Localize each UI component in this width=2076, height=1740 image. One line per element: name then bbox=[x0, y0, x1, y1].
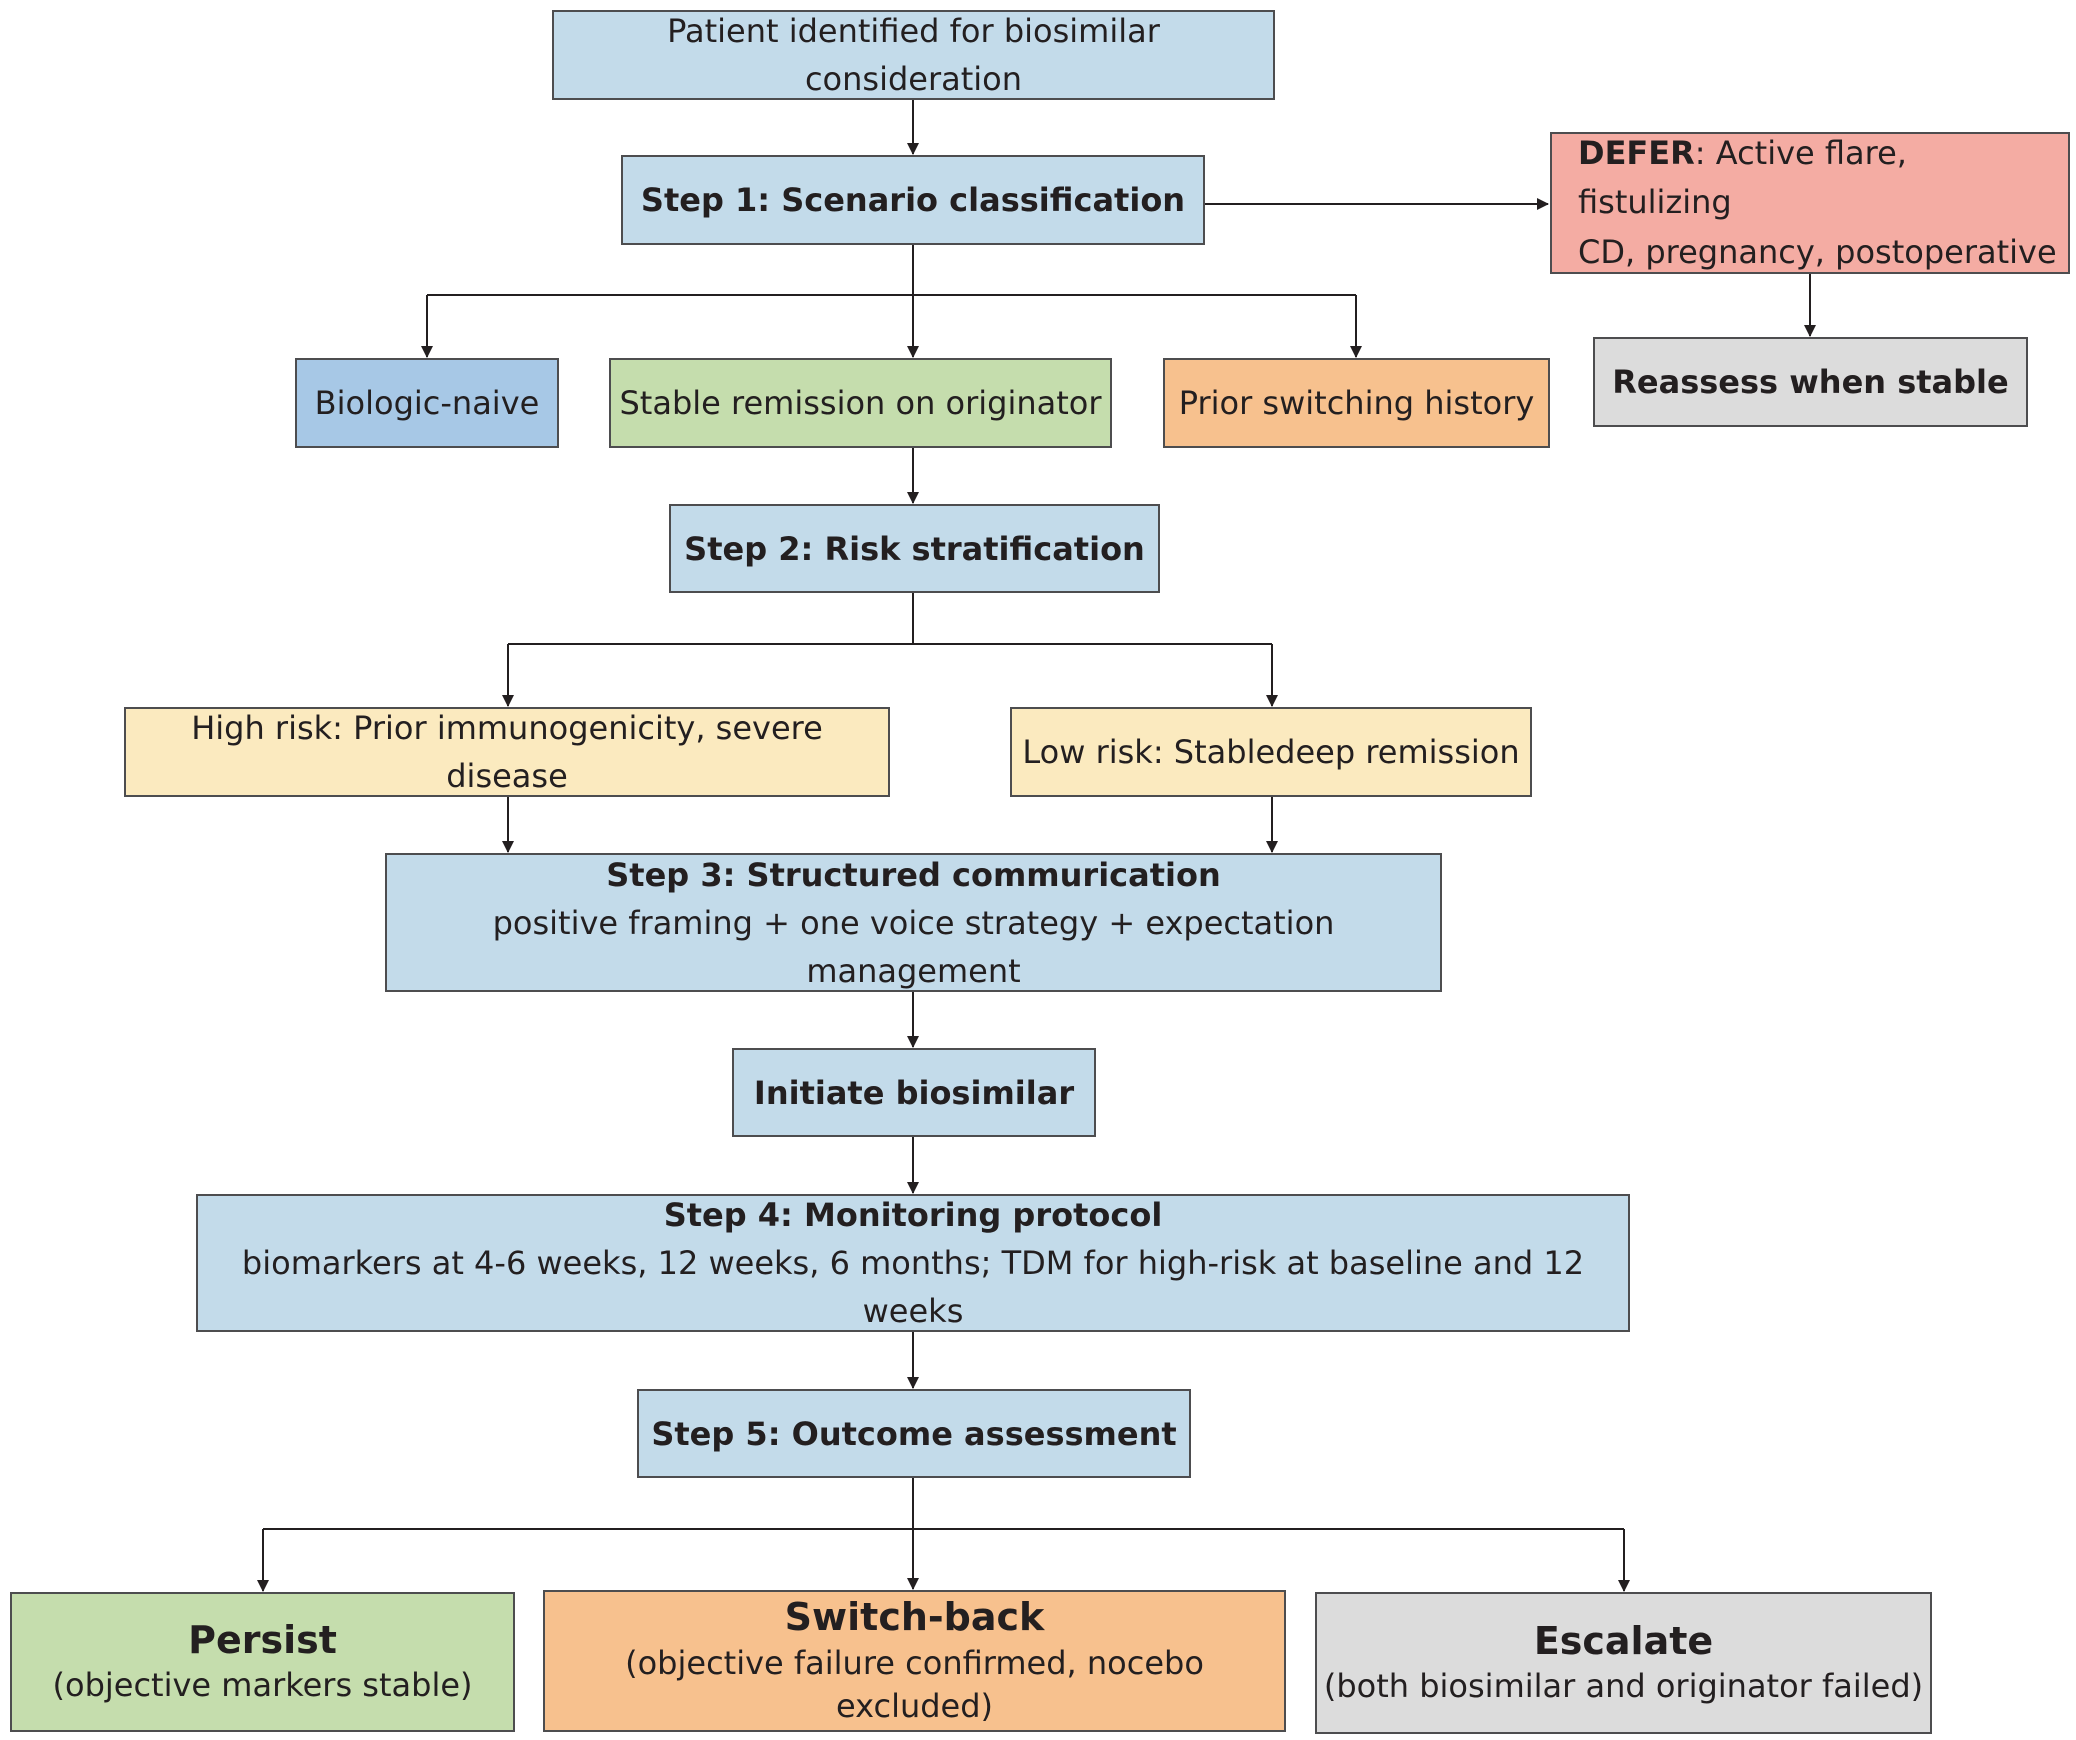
initiate-node: Initiate biosimilar bbox=[732, 1048, 1096, 1137]
defer-label: DEFER bbox=[1578, 133, 1695, 172]
persist-subtitle: (objective markers stable) bbox=[52, 1666, 473, 1705]
defer-node: DEFER: Active flare, fistulizing CD, pre… bbox=[1550, 132, 2070, 274]
step3-title: Step 3: Structured commurication bbox=[606, 855, 1221, 894]
step2-node: Step 2: Risk stratification bbox=[669, 504, 1160, 593]
defer-line-1: DEFER: Active flare, fistulizing bbox=[1578, 129, 2068, 228]
high-risk-node: High risk: Prior immunogenicity, severe … bbox=[124, 707, 890, 797]
prior-switching-text: Prior switching history bbox=[1178, 384, 1535, 422]
switch-back-title: Switch-back bbox=[784, 1595, 1045, 1640]
step5-node-text: Step 5: Outcome assessment bbox=[651, 1414, 1177, 1453]
high-risk-text: High risk: Prior immunogenicity, severe … bbox=[191, 709, 823, 795]
step5-node: Step 5: Outcome assessment bbox=[637, 1389, 1191, 1478]
escalate-node: Escalate (both biosimilar and originator… bbox=[1315, 1592, 1932, 1734]
reassess-node: Reassess when stable bbox=[1593, 337, 2028, 427]
step2-node-text: Step 2: Risk stratification bbox=[684, 529, 1145, 568]
escalate-subtitle: (both biosimilar and originator failed) bbox=[1323, 1667, 1924, 1706]
persist-title: Persist bbox=[188, 1617, 337, 1662]
step4-title: Step 4: Monitoring protocol bbox=[663, 1196, 1163, 1234]
initiate-node-text: Initiate biosimilar bbox=[753, 1073, 1075, 1112]
persist-node: Persist (objective markers stable) bbox=[10, 1592, 515, 1732]
switch-back-node: Switch-back (objective failure confirmed… bbox=[543, 1590, 1286, 1732]
step3-subtitle: positive framing + one voice strategy + … bbox=[492, 903, 1335, 990]
low-risk-text: Low risk: Stabledeep remission bbox=[1022, 733, 1520, 771]
step1-node-text: Step 1: Scenario classification bbox=[640, 181, 1186, 219]
biologic-naive-text: Biologic-naive bbox=[314, 384, 540, 422]
low-risk-node: Low risk: Stabledeep remission bbox=[1010, 707, 1532, 797]
step3-node: Step 3: Structured commurication positiv… bbox=[385, 853, 1442, 992]
stable-remission-node: Stable remission on originator bbox=[609, 358, 1112, 448]
prior-switching-node: Prior switching history bbox=[1163, 358, 1550, 448]
switch-back-subtitle: (objective failure confirmed, nocebo exc… bbox=[625, 1643, 1204, 1725]
step4-subtitle: biomarkers at 4-6 weeks, 12 weeks, 6 mon… bbox=[241, 1244, 1585, 1330]
start-node: Patient identified for biosimilar consid… bbox=[552, 10, 1275, 100]
start-node-text: Patient identified for biosimilar consid… bbox=[667, 12, 1160, 98]
escalate-title: Escalate bbox=[1533, 1618, 1714, 1663]
step4-node: Step 4: Monitoring protocol biomarkers a… bbox=[196, 1194, 1630, 1332]
step1-node: Step 1: Scenario classification bbox=[621, 155, 1205, 245]
defer-text-1: : Active flare, fistulizing bbox=[1578, 133, 1907, 222]
reassess-node-text: Reassess when stable bbox=[1612, 363, 2009, 401]
biologic-naive-node: Biologic-naive bbox=[295, 358, 559, 448]
defer-text-2: CD, pregnancy, postoperative bbox=[1578, 232, 2057, 271]
stable-remission-text: Stable remission on originator bbox=[619, 384, 1102, 422]
